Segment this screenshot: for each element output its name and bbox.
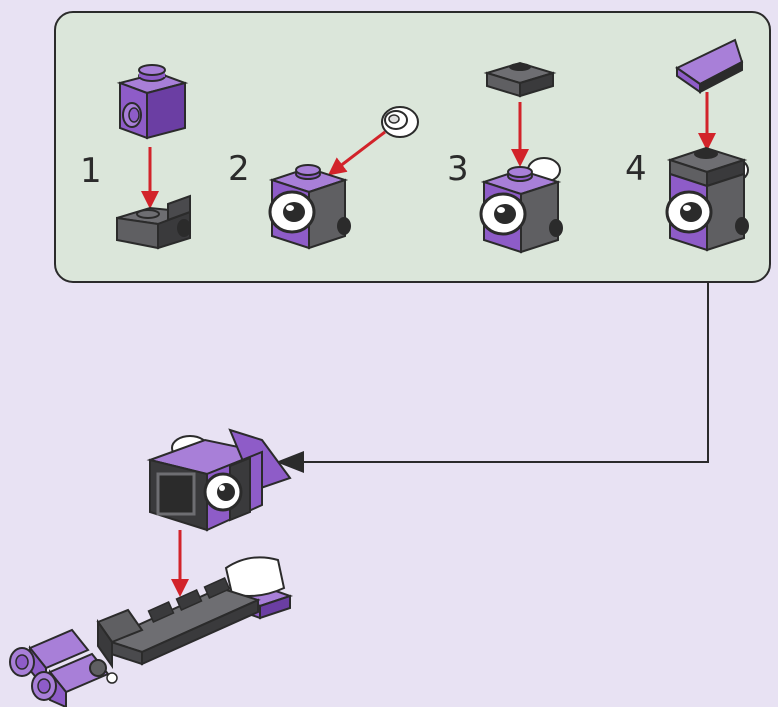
connector-line [300, 282, 709, 463]
step-2-arrow [327, 130, 386, 176]
gray-bracket [116, 194, 191, 250]
eye-module-step-3 [479, 157, 563, 254]
step-number-4: 4 [625, 149, 647, 189]
body-assembly [9, 556, 294, 707]
step-number-2: 2 [228, 149, 250, 189]
white-round-tile [381, 106, 419, 138]
dark-gray-plate [483, 61, 557, 98]
step-number-3: 3 [447, 149, 469, 189]
eye-module-step-2 [268, 164, 351, 250]
eye-module-step-4 [665, 146, 749, 252]
step-1-illustration [116, 64, 191, 250]
step-4-illustration [665, 38, 749, 252]
connector-arrow-head [276, 451, 304, 473]
step-number-1: 1 [80, 151, 102, 191]
head-subassembly [146, 428, 292, 532]
purple-brick-with-side-stud [116, 64, 189, 140]
step-3-illustration [479, 61, 563, 254]
step-2-illustration [268, 106, 419, 250]
purple-slope-tile [675, 38, 744, 94]
substep-panel [54, 11, 771, 283]
